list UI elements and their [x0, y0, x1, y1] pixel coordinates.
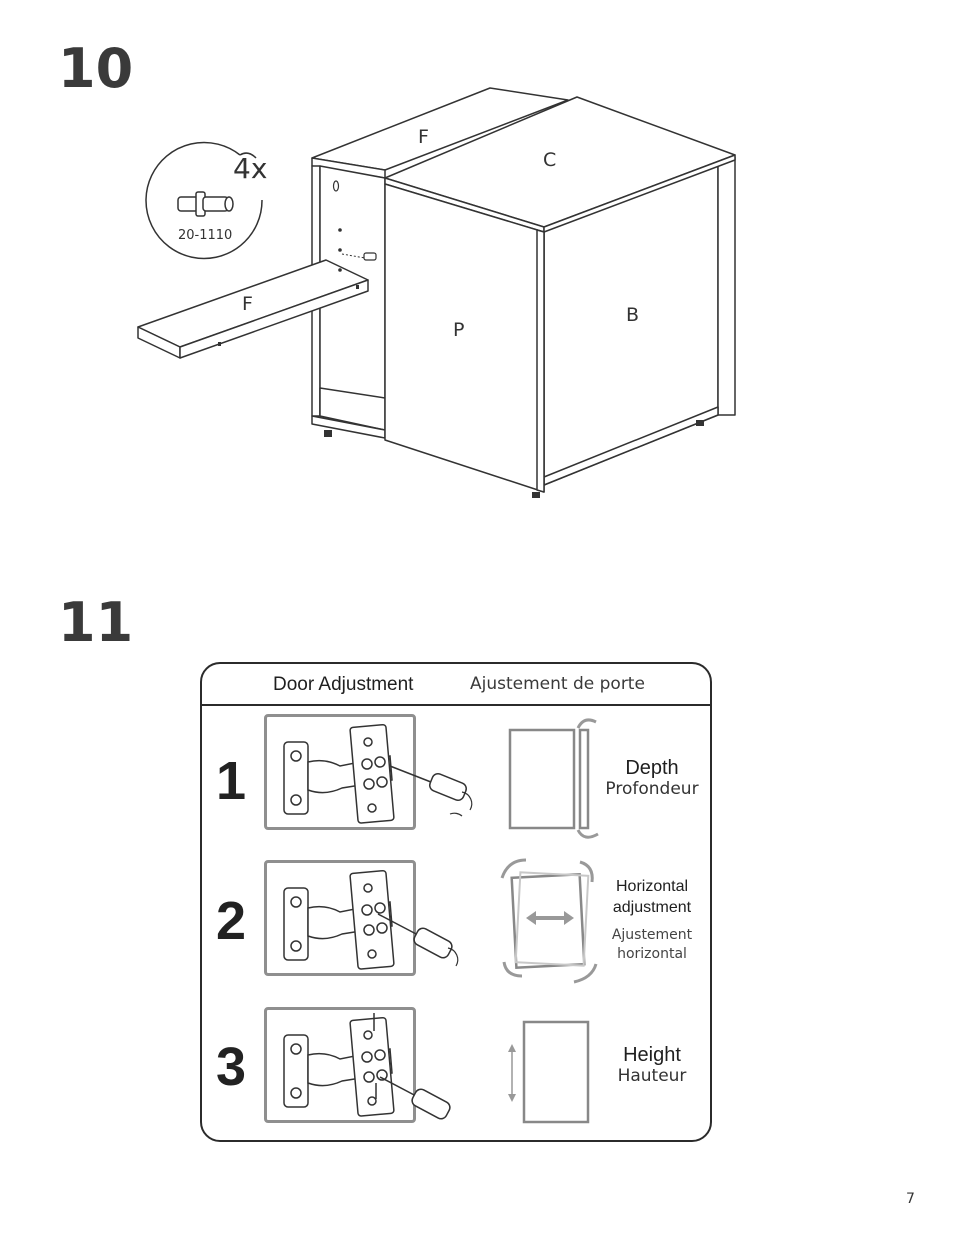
caption-horizontal-fr-1: Ajustement — [611, 927, 693, 943]
part-label-f-shelf: F — [242, 293, 253, 315]
panel-divider — [202, 704, 710, 706]
row-number-1: 1 — [216, 751, 247, 811]
hardware-callout — [145, 141, 263, 260]
height-diagram — [508, 1020, 590, 1124]
door-adjustment-panel — [200, 662, 712, 1142]
step-number-10: 10 — [58, 37, 134, 100]
caption-height-fr: Hauteur — [617, 1066, 687, 1086]
hinge-screwdriver-icon — [283, 869, 459, 970]
hinge-screwdriver-icon — [283, 723, 473, 824]
header-french: Ajustement de porte — [470, 674, 645, 694]
part-label-b: B — [626, 304, 640, 326]
cabinet-assembly-drawing — [137, 87, 736, 498]
depth-diagram — [508, 718, 599, 839]
caption-depth-fr: Profondeur — [605, 779, 699, 799]
horizontal-diagram — [500, 858, 598, 984]
row-number-2: 2 — [216, 891, 247, 951]
part-label-f-top: F — [418, 126, 429, 148]
step-number-11: 11 — [58, 591, 134, 654]
header-english: Door Adjustment — [273, 674, 414, 695]
hardware-count: 4x — [233, 152, 268, 185]
row-number-3: 3 — [216, 1037, 247, 1097]
caption-horizontal-en-1: Horizontal — [615, 878, 689, 895]
caption-height-en: Height — [623, 1044, 681, 1066]
dowel-icon — [177, 191, 234, 217]
hardware-code: 20-1110 — [178, 228, 233, 243]
page-number: 7 — [906, 1191, 915, 1207]
part-label-p: P — [453, 319, 465, 341]
caption-horizontal-fr-2: horizontal — [617, 946, 687, 962]
hinge-screwdriver-icon — [283, 1013, 451, 1120]
part-label-c: C — [543, 149, 557, 171]
caption-depth-en: Depth — [625, 757, 679, 779]
caption-horizontal-en-2: adjustment — [612, 899, 692, 916]
